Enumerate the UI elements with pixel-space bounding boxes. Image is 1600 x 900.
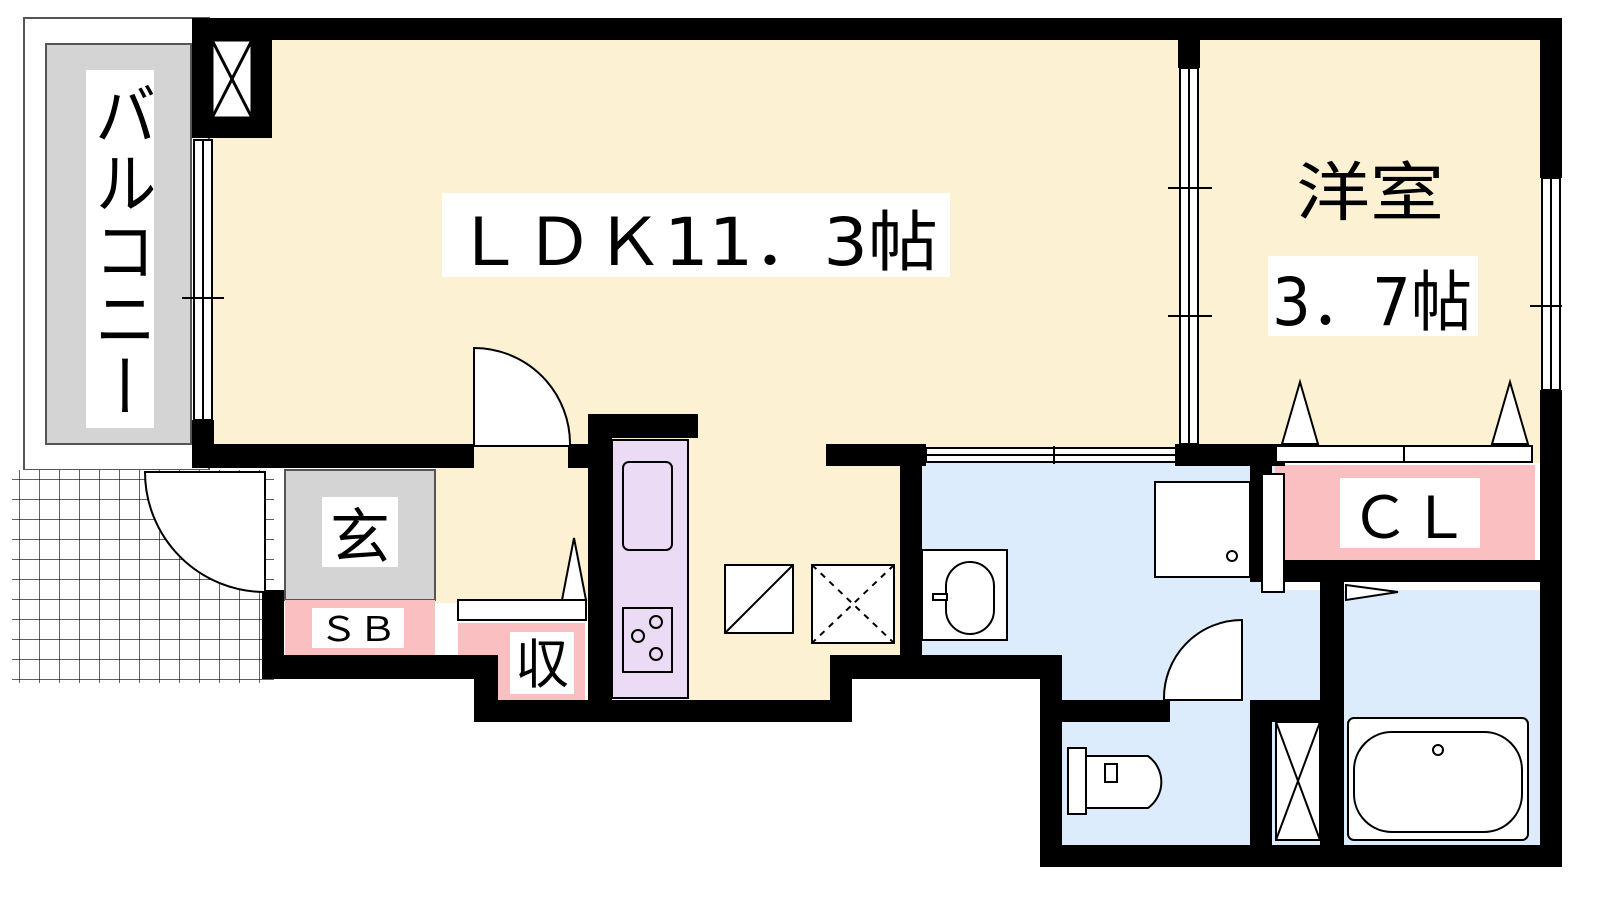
- balcony-label: バルコニー: [84, 80, 157, 420]
- toilet-door-swing: [1162, 618, 1243, 701]
- toilet-icon: [1067, 747, 1087, 815]
- ldk-label: ＬＤＫ11．3帖: [454, 204, 938, 281]
- ldk-door-swing: [473, 346, 572, 447]
- closet-label: ＣＬ: [1350, 484, 1470, 552]
- kitchen-sink-icon: [622, 461, 673, 551]
- storage-label: 収: [515, 633, 569, 696]
- western-room-floor: [1200, 38, 1550, 463]
- linen-storage: [1154, 481, 1251, 578]
- doors: [143, 346, 1530, 701]
- entrance-door-swing: [143, 471, 266, 594]
- entrance-label: 玄: [330, 503, 390, 573]
- shoe-box-label: ＳＢ: [319, 610, 397, 650]
- western-room-size-label: 3．7帖: [1272, 264, 1472, 341]
- pipe-shaft-icon: [210, 38, 254, 120]
- room-labels: ＬＤＫ11．3帖 洋室 3．7帖 バルコニー 玄 ＳＢ 収 ＣＬ: [84, 70, 1480, 696]
- stove-icon: [622, 607, 673, 673]
- storage-door: [457, 599, 587, 621]
- fixtures: [611, 439, 1529, 841]
- washer-space-icon: [811, 564, 895, 644]
- windows: [182, 67, 1562, 621]
- western-room-label: 洋室: [1296, 157, 1444, 231]
- walls: [192, 18, 1562, 867]
